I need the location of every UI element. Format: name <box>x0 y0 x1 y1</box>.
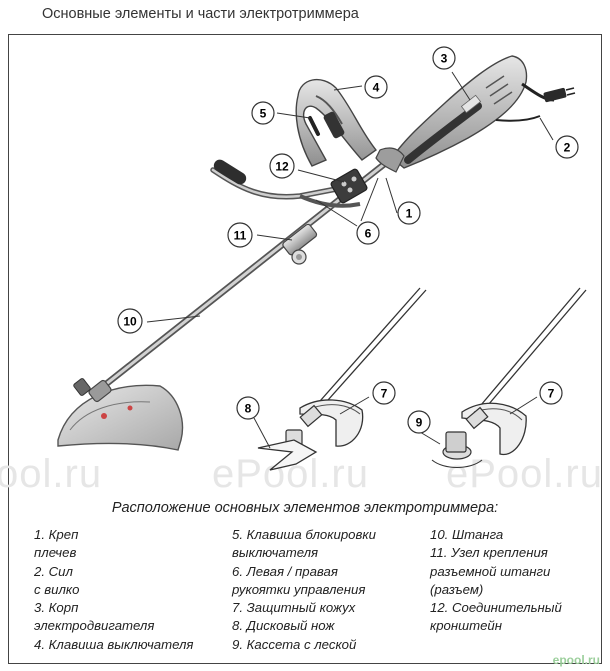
callout-7-blade: 7 <box>372 381 396 405</box>
svg-text:3: 3 <box>441 52 448 66</box>
connecting-bracket <box>330 168 368 204</box>
svg-text:12: 12 <box>275 160 289 174</box>
callout-11: 11 <box>227 222 253 248</box>
handle-bar <box>210 159 361 208</box>
legend-line: 7. Защитный кожух <box>232 600 356 616</box>
legend-line: (разъем) <box>430 581 484 597</box>
callout-10: 10 <box>117 308 143 334</box>
legend-line: 6. Левая / правая <box>232 563 338 579</box>
power-cord <box>495 82 576 122</box>
callout-3: 3 <box>432 46 456 70</box>
svg-text:7: 7 <box>548 387 555 401</box>
legend-line: 10. Штанга <box>430 527 504 542</box>
legend-line: разъемной штанги <box>430 563 551 579</box>
grass-guard <box>57 378 184 451</box>
callout-8: 8 <box>236 396 260 420</box>
legend-caption: Расположение основных элементов электрот… <box>111 500 499 516</box>
svg-text:1: 1 <box>406 207 413 221</box>
svg-text:6: 6 <box>365 227 372 241</box>
callout-7-spool: 7 <box>539 381 563 405</box>
blade-detail <box>257 287 427 471</box>
legend-line: 11. Узел крепления <box>430 545 548 561</box>
watermark-right: ePool.ru <box>446 452 603 496</box>
callout-4: 4 <box>364 75 388 99</box>
legend-line: 5. Клавиша блокировки <box>232 527 376 542</box>
svg-text:4: 4 <box>373 81 380 95</box>
legend-line: выключателя <box>232 545 319 561</box>
watermark-left: ool.ru <box>0 452 103 496</box>
callout-9: 9 <box>407 410 431 434</box>
legend-line: 4. Клавиша выключателя <box>34 636 194 652</box>
svg-text:9: 9 <box>416 416 423 430</box>
page-title: Основные элементы и части электротриммер… <box>42 6 359 22</box>
svg-text:2: 2 <box>564 141 571 155</box>
legend-line: плечев <box>34 545 77 561</box>
svg-text:7: 7 <box>381 387 388 401</box>
legend-line: 9. Кассета с леской <box>232 636 357 652</box>
legend-line: 8. Дисковый нож <box>232 618 335 634</box>
legend-line: электродвигателя <box>34 618 155 634</box>
callout-1: 1 <box>397 201 421 225</box>
rear-handle <box>295 78 378 167</box>
legend-line: кронштейн <box>430 618 503 634</box>
legend-line: с вилко <box>34 581 80 597</box>
callout-2: 2 <box>555 135 579 159</box>
legend-line: 2. Сил <box>34 563 73 579</box>
callout-5: 5 <box>251 101 275 125</box>
legend-column-1: 1. Креп плечев 2. Сил с вилко 3. Корп эл… <box>34 526 193 654</box>
diagram-frame <box>8 34 602 664</box>
callout-6: 6 <box>356 221 380 245</box>
svg-text:8: 8 <box>245 402 252 416</box>
legend-line: 3. Корп <box>34 600 79 616</box>
leader-lines <box>146 71 554 449</box>
motor-housing <box>375 55 528 173</box>
shaft-coupling <box>282 223 318 265</box>
legend-line: 1. Креп <box>34 527 79 542</box>
spool-detail <box>431 287 587 469</box>
callout-12: 12 <box>269 153 295 179</box>
legend-line: рукоятки управления <box>232 581 366 597</box>
legend-line: 12. Соединительный <box>430 600 562 616</box>
svg-text:11: 11 <box>234 229 247 243</box>
site-logo: epool.ru <box>552 653 600 667</box>
trimmer-illustration: 1 2 3 4 5 6 7 8 9 10 11 12 7 <box>57 46 587 471</box>
svg-text:10: 10 <box>123 315 137 329</box>
legend-column-3: 10. Штанга 11. Узел крепления разъемной … <box>430 526 562 636</box>
legend-column-2: 5. Клавиша блокировки выключателя 6. Лев… <box>232 526 376 654</box>
svg-text:5: 5 <box>260 107 267 121</box>
